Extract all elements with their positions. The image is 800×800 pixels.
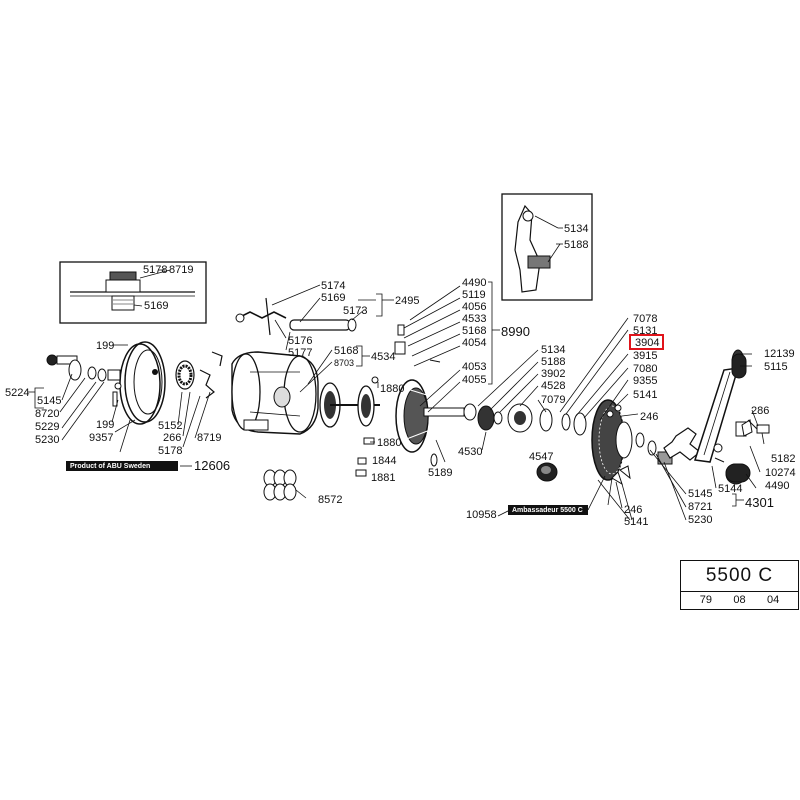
label-8719: 8719 <box>169 264 193 276</box>
label-5189: 5189 <box>428 467 452 479</box>
label-5182: 5182 <box>771 453 795 465</box>
label-246: 246 <box>640 411 658 423</box>
label-5188: 5188 <box>541 356 565 368</box>
bearing-set-8572 <box>263 469 297 501</box>
label-5144: 5144 <box>718 483 742 495</box>
label-5229: 5229 <box>35 421 59 433</box>
label-1880: 1880 <box>380 383 404 395</box>
label-5177: 5177 <box>288 347 312 359</box>
label-8990: 8990 <box>501 324 530 339</box>
label-7078: 7078 <box>633 313 657 325</box>
label-7079: 7079 <box>541 394 565 406</box>
date-day: 04 <box>767 593 780 606</box>
label-5145: 5145 <box>688 488 712 500</box>
label-2495: 2495 <box>395 295 419 307</box>
label-8721: 8721 <box>688 501 712 513</box>
label-4490: 4490 <box>765 480 789 492</box>
label-8720: 8720 <box>35 408 59 420</box>
product-of-abu-sweden-plate: Product of ABU Sweden <box>66 461 178 471</box>
label-199: 199 <box>96 340 114 352</box>
date-month: 08 <box>733 593 746 606</box>
label-10958: 10958 <box>466 509 497 521</box>
label-199: 199 <box>96 419 114 431</box>
date-year: 79 <box>699 593 712 606</box>
model-number: 5500 C <box>681 561 798 592</box>
label-12139: 12139 <box>764 348 795 360</box>
label-4528: 4528 <box>541 380 565 392</box>
label-4055: 4055 <box>462 374 486 386</box>
product-of-text: Product of ABU Sweden <box>70 462 151 470</box>
label-5178: 5178 <box>143 264 167 276</box>
label-4530: 4530 <box>458 446 482 458</box>
label-5134: 5134 <box>541 344 565 356</box>
label-4301: 4301 <box>745 495 774 510</box>
label-4547: 4547 <box>529 451 553 463</box>
label-5188: 5188 <box>564 239 588 251</box>
model-date: 79 08 04 <box>681 590 798 609</box>
inset-levelwind-detail <box>501 193 593 301</box>
ambassadeur-plate: Ambassadeur 5500 C <box>508 505 588 515</box>
label-3904-highlighted: 3904 <box>635 337 659 349</box>
right-sideplate-group <box>395 379 673 486</box>
label-5115: 5115 <box>764 361 788 373</box>
label-4533: 4533 <box>462 313 486 325</box>
part-labels: 5178 8719 5169 5174 5169 5173 2495 5176 … <box>5 223 796 528</box>
ambassadeur-text: Ambassadeur 5500 C <box>512 506 583 514</box>
label-3915: 3915 <box>633 350 657 362</box>
label-1881: 1881 <box>371 472 395 484</box>
label-286: 286 <box>751 405 769 417</box>
label-10274: 10274 <box>765 467 796 479</box>
label-12606: 12606 <box>194 458 230 473</box>
label-5230: 5230 <box>688 514 712 526</box>
label-5134: 5134 <box>564 223 588 235</box>
label-5141: 5141 <box>633 389 657 401</box>
label-5230: 5230 <box>35 434 59 446</box>
label-3902: 3902 <box>541 368 565 380</box>
handle-group <box>663 349 770 485</box>
label-4534: 4534 <box>371 351 395 363</box>
label-4056: 4056 <box>462 301 486 313</box>
label-9355: 9355 <box>633 375 657 387</box>
highlight-box <box>629 334 664 350</box>
label-5169: 5169 <box>321 292 345 304</box>
left-sideplate-group <box>46 341 223 425</box>
label-266: 266 <box>163 432 181 444</box>
label-9357: 9357 <box>89 432 113 444</box>
label-5168: 5168 <box>334 345 358 357</box>
label-5169: 5169 <box>144 300 168 312</box>
model-title-block: 5500 C 79 08 04 <box>680 560 799 610</box>
leader-lines <box>28 227 765 521</box>
label-5168: 5168 <box>462 325 486 337</box>
label-7080: 7080 <box>633 363 657 375</box>
label-8572: 8572 <box>318 494 342 506</box>
label-1880: 1880 <box>377 437 401 449</box>
label-5152: 5152 <box>158 420 182 432</box>
label-4490: 4490 <box>462 277 486 289</box>
label-5119: 5119 <box>462 289 486 301</box>
label-8703: 8703 <box>334 358 354 368</box>
label-5178: 5178 <box>158 445 182 457</box>
label-5145: 5145 <box>37 395 61 407</box>
inset-clutch-detail <box>59 261 207 324</box>
label-8719: 8719 <box>197 432 221 444</box>
label-1844: 1844 <box>372 455 396 467</box>
label-5176: 5176 <box>288 335 312 347</box>
label-5173: 5173 <box>343 305 367 317</box>
label-4054: 4054 <box>462 337 486 349</box>
label-5141: 5141 <box>624 516 648 528</box>
frame-group <box>231 297 441 501</box>
label-5174: 5174 <box>321 280 345 292</box>
label-4053: 4053 <box>462 361 486 373</box>
label-246: 246 <box>624 504 642 516</box>
label-5224: 5224 <box>5 387 29 399</box>
